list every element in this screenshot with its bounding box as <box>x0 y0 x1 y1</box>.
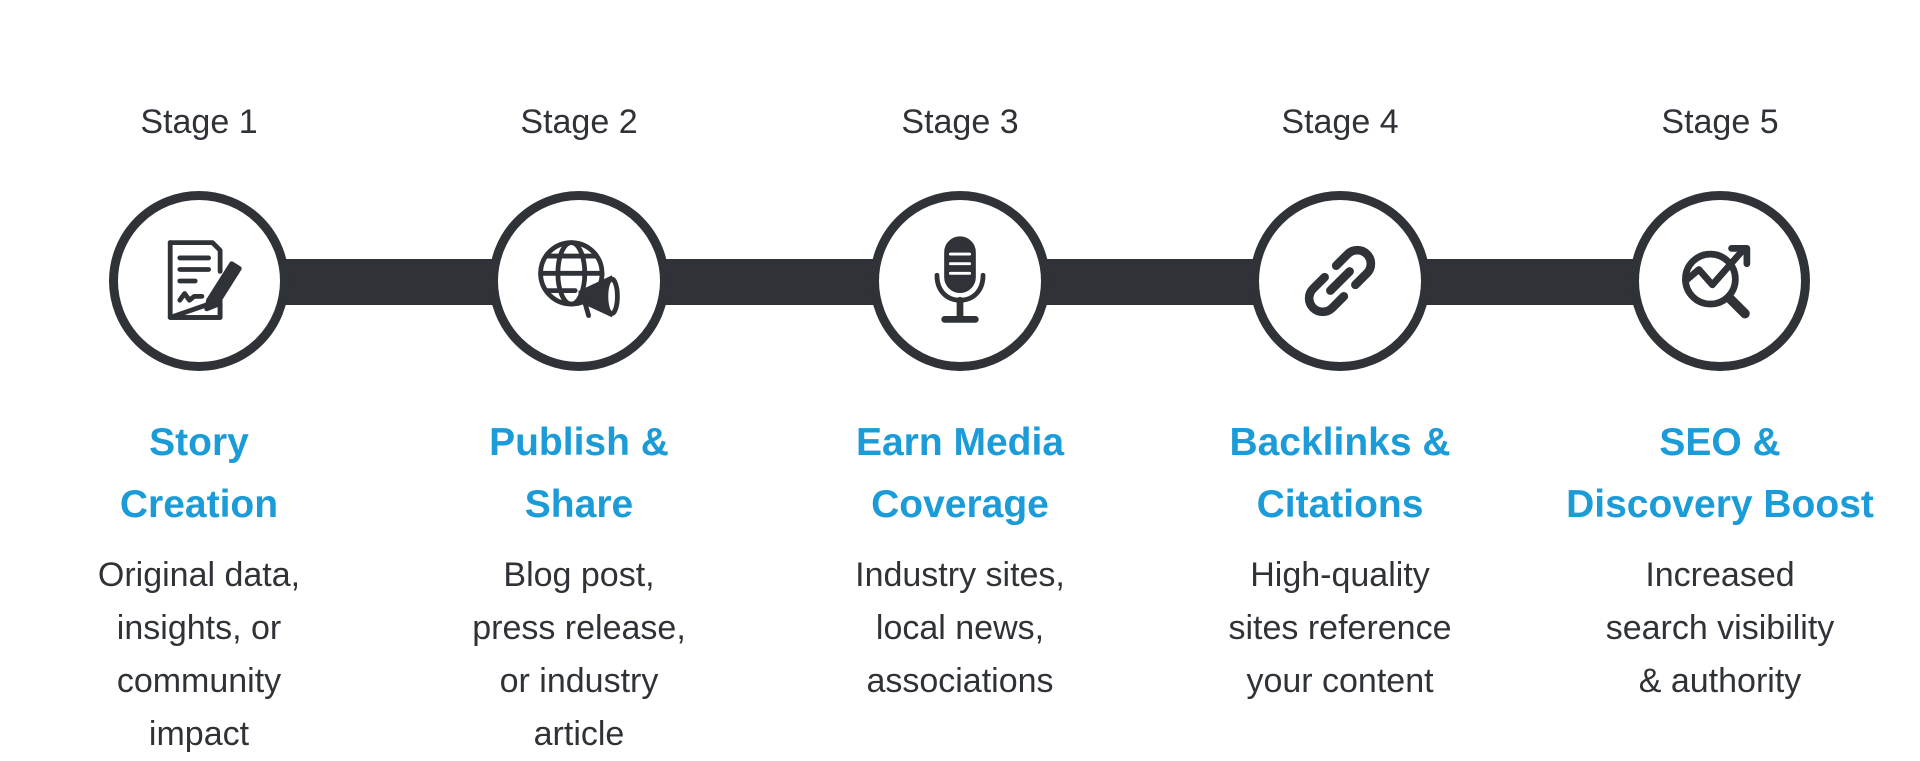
stage-circle <box>1250 191 1430 371</box>
stage-label: Stage 3 <box>901 103 1019 141</box>
document-pen-icon <box>167 240 242 320</box>
stage-title: Backlinks &Citations <box>1229 421 1451 526</box>
stage-label: Stage 5 <box>1661 103 1779 141</box>
stage-title: SEO &Discovery Boost <box>1566 421 1874 526</box>
stage-description: Industry sites,local news,associations <box>855 556 1065 700</box>
stage-circle <box>1630 191 1810 371</box>
microphone-icon <box>934 236 986 323</box>
stage-circle <box>870 191 1050 371</box>
link-icon <box>1304 245 1376 317</box>
stage-title: Publish &Share <box>489 421 669 526</box>
globe-megaphone-icon <box>538 240 620 318</box>
stage-label: Stage 4 <box>1281 103 1399 141</box>
search-growth-icon <box>1682 245 1751 319</box>
stage-label: Stage 2 <box>520 103 638 141</box>
stage-label: Stage 1 <box>140 103 258 141</box>
stage-circle <box>489 191 669 371</box>
stage-circle <box>109 191 289 371</box>
